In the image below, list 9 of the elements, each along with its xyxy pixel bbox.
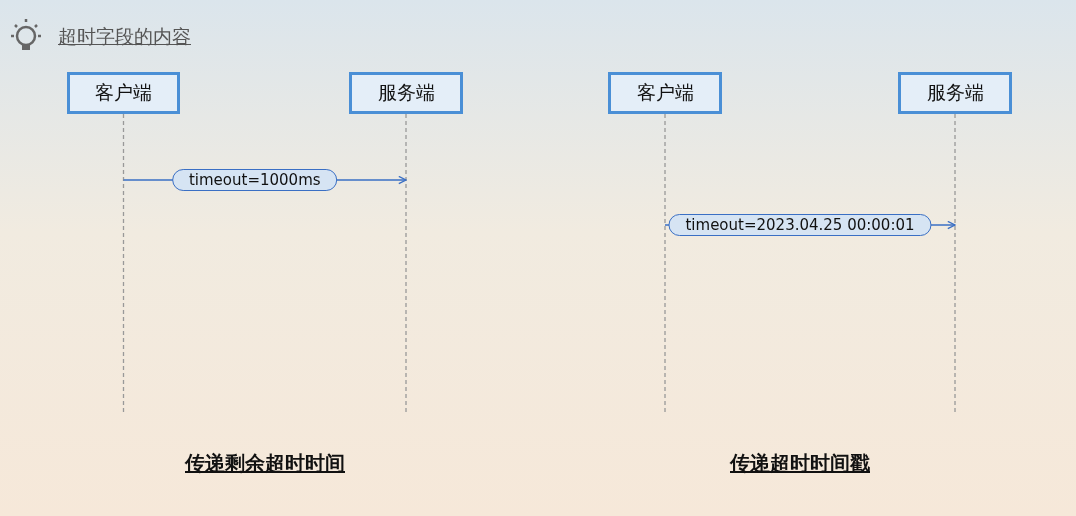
edge-label: timeout=2023.04.25 00:00:01 (668, 214, 932, 236)
participant-box: 服务端 (898, 72, 1012, 114)
caption-text: 传递超时时间戳 (730, 450, 870, 477)
title: 超时字段的内容 (58, 24, 191, 49)
participant-box: 客户端 (67, 72, 180, 114)
caption-text: 传递剩余超时时间 (185, 450, 345, 477)
edge-label: timeout=1000ms (171, 169, 338, 191)
participant-box: 服务端 (349, 72, 463, 114)
participant-box: 客户端 (608, 72, 722, 114)
